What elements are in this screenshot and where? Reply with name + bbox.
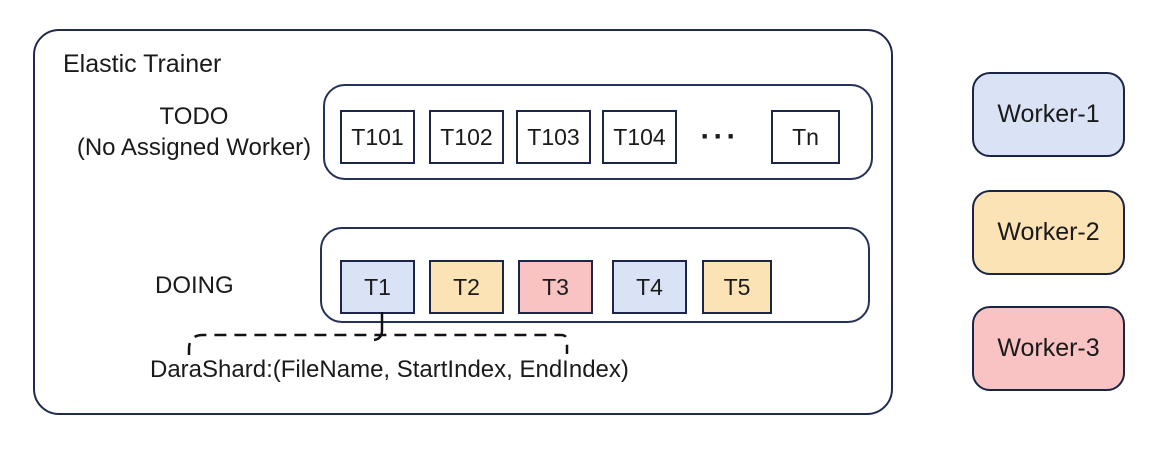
todo-queue-container: T101 T102 T103 T104 ··· Tn — [323, 84, 873, 180]
todo-task-box: T103 — [516, 110, 591, 164]
doing-task-box: T2 — [429, 260, 504, 314]
legend-worker-1: Worker-1 — [972, 72, 1125, 157]
todo-label-line1: TODO — [159, 103, 229, 130]
doing-task-box: T5 — [702, 260, 772, 314]
todo-queue-label: TODO (No Assigned Worker) — [58, 101, 330, 163]
doing-task-box: T3 — [518, 260, 593, 314]
todo-task-box: T104 — [602, 110, 677, 164]
todo-label-line2: (No Assigned Worker) — [76, 134, 312, 161]
legend-worker-2: Worker-2 — [972, 190, 1125, 275]
doing-queue-container: T1 T2 T3 T4 T5 — [320, 227, 870, 323]
todo-task-box-last: Tn — [771, 110, 840, 164]
doing-task-box: T4 — [612, 260, 687, 314]
todo-task-box: T102 — [429, 110, 504, 164]
legend-worker-3: Worker-3 — [972, 306, 1125, 391]
todo-task-box: T101 — [340, 110, 415, 164]
datashard-annotation: DaraShard:(FileName, StartIndex, EndInde… — [150, 356, 629, 383]
doing-task-box: T1 — [340, 260, 415, 314]
doing-queue-label: DOING — [155, 272, 234, 299]
ellipsis-icon: ··· — [700, 120, 740, 153]
page-title: Elastic Trainer — [63, 50, 222, 78]
